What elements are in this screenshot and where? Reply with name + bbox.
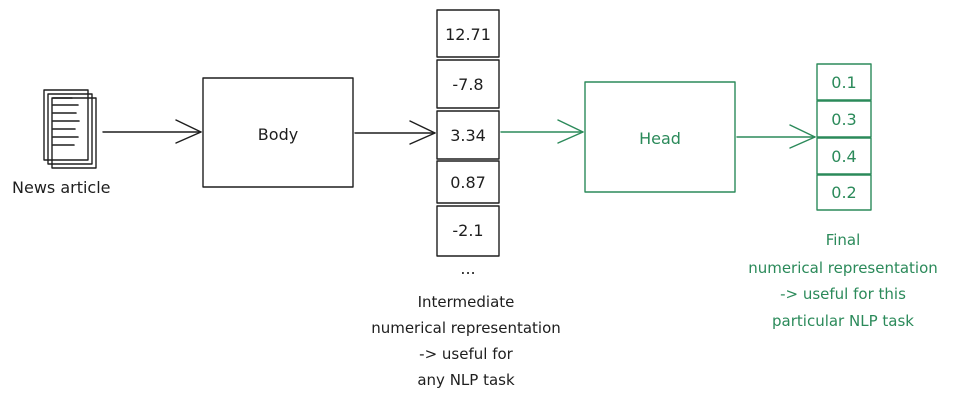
intermediate-vector: 12.71 -7.8 3.34 0.87 -2.1 ...: [436, 9, 500, 278]
vector-ellipsis: ...: [460, 259, 475, 278]
vector-value: 0.87: [450, 173, 486, 192]
vector-cell: [436, 59, 500, 109]
vector-value: 3.34: [450, 126, 486, 145]
vector-value: -2.1: [452, 221, 483, 240]
document-icon: [43, 89, 97, 169]
caption-line: numerical representation: [748, 259, 938, 277]
output-cell: [816, 137, 872, 175]
output-cell: [816, 63, 872, 101]
caption-line: Intermediate: [418, 293, 515, 311]
vector-value: 12.71: [445, 25, 491, 44]
output-value: 0.1: [831, 73, 856, 92]
arrow-input-to-body: [102, 119, 202, 144]
caption-line: any NLP task: [417, 371, 515, 389]
output-value: 0.2: [831, 183, 856, 202]
vector-cell: [436, 205, 500, 257]
vector-cell: [436, 110, 500, 160]
output-cell: [816, 100, 872, 138]
final-vector: 0.1 0.3 0.4 0.2: [816, 63, 872, 211]
caption-line: particular NLP task: [772, 312, 914, 330]
final-caption: Final numerical representation -> useful…: [748, 231, 938, 330]
head-label: Head: [639, 129, 681, 148]
vector-value: -7.8: [452, 75, 483, 94]
body-label: Body: [258, 125, 298, 144]
vector-cell: [436, 160, 500, 204]
output-value: 0.3: [831, 110, 856, 129]
caption-line: Final: [826, 231, 861, 249]
caption-line: -> useful for this: [780, 285, 906, 303]
arrow-body-to-vector: [354, 120, 436, 145]
output-value: 0.4: [831, 147, 856, 166]
news-article-label: News article: [12, 178, 111, 197]
arrow-head-to-output: [736, 124, 816, 149]
caption-line: -> useful for: [419, 345, 513, 363]
caption-line: numerical representation: [371, 319, 561, 337]
output-cell: [816, 174, 872, 211]
arrow-vector-to-head: [500, 119, 584, 144]
body-box: [202, 77, 354, 188]
intermediate-caption: Intermediate numerical representation ->…: [371, 293, 561, 389]
head-box: [584, 81, 736, 193]
vector-cell: [436, 9, 500, 58]
